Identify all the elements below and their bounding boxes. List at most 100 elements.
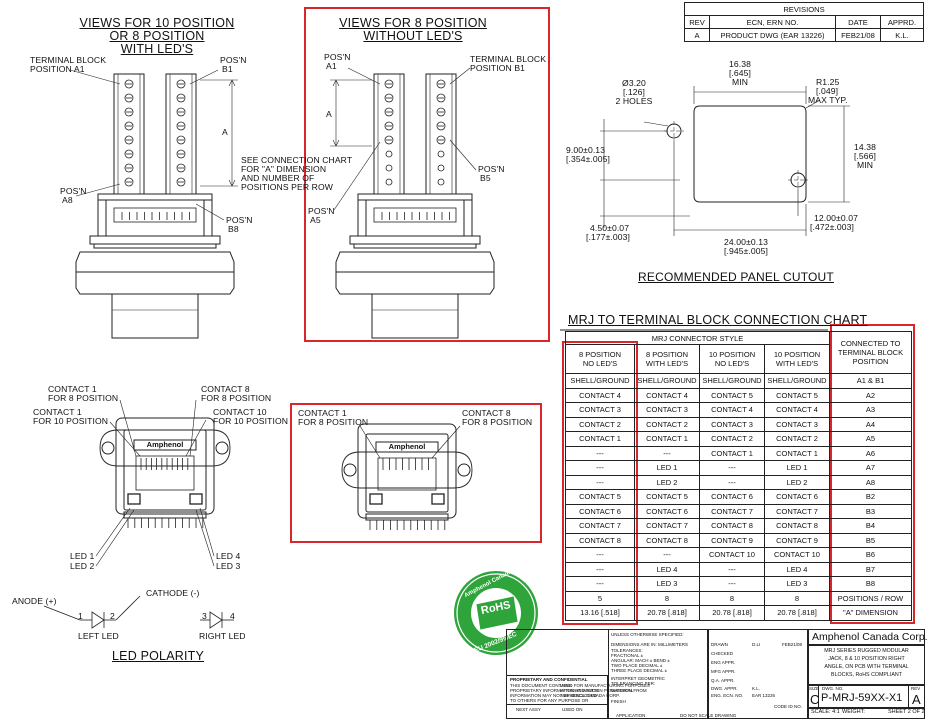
polarity-pin3: 3 [202,611,207,621]
chart-cell: CONTACT 5 [565,489,635,505]
tb-rev: A [912,692,921,707]
chart-cell: CONTACT 4 [764,402,830,418]
tb-interp: INTERPRET GEOMETRIC [611,676,665,681]
view10-terminal-block-a1-sub: POSITION A1 [30,64,85,74]
tb-application: APPLICATION [616,713,646,718]
tb-drawn: DRAWN [711,642,728,647]
front10-contact10-label: CONTACT 10 [213,407,267,417]
chart-title: MRJ TO TERMINAL BLOCK CONNECTION CHART [568,313,868,327]
polarity-left-led: LEFT LED [78,631,119,641]
title-block-desc-cell [808,645,925,685]
chart-cell: --- [699,460,765,476]
chart-cell: CONTACT 3 [634,402,700,418]
tb-company: Amphenol Canada Corp. [812,631,928,643]
chart-cell: CONTACT 8 [565,532,635,548]
view10-dim-a: A [222,127,228,137]
chart-cell: POSITIONS / ROW [829,590,912,606]
chart-cell: CONTACT 6 [634,503,700,519]
highlight-8-position-side-view [304,7,550,342]
chart-style-header: MRJ CONNECTOR STYLE [565,331,830,345]
chart-cell: LED 1 [634,460,700,476]
cutout-title: RECOMMENDED PANEL CUTOUT [638,270,834,284]
view10-terminal-block-a1-label: TERMINAL BLOCK [30,55,107,65]
tb-eng: ENG APPR. [711,660,736,665]
terminal-screw-icon [176,149,186,159]
tb-prop5: TO OTHERS FOR ANY PURPOSE OR [510,698,589,703]
tb-sheet: SHEET 2 OF 2 [888,709,925,715]
tb-kl: K.L. [752,686,761,691]
view10-note-line1: SEE CONNECTION CHART [241,155,353,165]
chart-cell: 20.78 [.818] [634,605,700,621]
chart-cell: CONTACT 1 [699,445,765,461]
tb-tol: TOLERANCING PER: [611,681,656,686]
terminal-screw-icon [124,121,134,131]
chart-cell: 8 [699,590,765,606]
side-view-8-position [330,67,495,339]
tb-drawn-by: D.LI [752,642,761,647]
chart-cell: CONTACT 9 [699,532,765,548]
terminal-screw-icon [124,149,134,159]
chart-cell: CONTACT 6 [764,489,830,505]
revisions-title: REVISIONS [684,2,924,16]
cutout-radius-max: MAX TYP. [808,95,848,105]
terminal-screw-icon [176,107,186,117]
chart-cell: CONTACT 9 [764,532,830,548]
tb-code: CODE ID NO. [774,704,803,709]
highlight-8-position-front-view [290,403,542,543]
tb-dim1: DIMENSIONS ARE IN: MILLIMETERS [611,642,689,647]
rev-row-apprd: K.L. [880,28,924,42]
chart-cell: 8 [764,590,830,606]
front8-brand-logo: Amphenol [388,442,426,451]
terminal-screw-icon [176,121,186,131]
chart-cell: --- [699,576,765,592]
chart-cell: CONTACT 4 [634,387,700,403]
chart-cell: A3 [829,402,912,418]
terminal-screw-icon [437,150,445,158]
polarity-title: LED POLARITY [112,649,205,663]
chart-cell: CONTACT 2 [699,431,765,447]
view10-note-line3: AND NUMBER OF [241,173,315,183]
chart-cell: CONTACT 3 [699,416,765,432]
chart-cell: CONTACT 3 [565,402,635,418]
tb-prop6: USED FOR MANUFACTURING PURPOSES [560,683,651,688]
tb-scale: SCALE: 4:1 [811,709,840,715]
cutout-hole-count: 2 HOLES [615,96,653,106]
chart-cell: "A" DIMENSION [829,605,912,621]
tb-date: FEB21/08 [782,642,803,647]
chart-cell: --- [634,547,700,563]
cutout-hole-offset-h: 12.00±0.07 [814,213,858,223]
tb-prop4: INFORMATION MAY NOT BE DISCLOSED [510,693,597,698]
terminal-screw-icon [124,79,134,89]
tb-prop3: PROPRIETARY INFORMATION AND SUCH [510,688,599,693]
chart-cell: CONTACT 1 [634,431,700,447]
tb-desc-1: MRJ SERIES RUGGED MODULAR [824,648,909,654]
rev-row-date: FEB21/08 [835,28,881,42]
front-view-8-position [341,423,473,530]
rev-header-date: DATE [835,15,881,29]
terminal-screw-icon [176,93,186,103]
terminal-screw-icon [436,79,446,89]
rev-header-apprd: APPRD. [880,15,924,29]
title-block-tolerances [608,629,708,719]
terminal-screw-icon [384,121,394,131]
revisions-table: REVISIONS REV ECN, ERN NO. DATE APPRD. A… [684,2,924,42]
view10-posb8-sub: B8 [228,224,239,234]
side-view-10-position [69,69,238,339]
chart-cell: CONTACT 5 [699,387,765,403]
tb-dwg-appr: DWG. APPR. [711,686,738,691]
view10-posa8-sub: A8 [62,195,73,205]
terminal-screw-icon [436,93,446,103]
view8-posb5-sub: B5 [480,173,491,183]
chart-cell: --- [699,561,765,577]
chart-cell: CONTACT 8 [634,532,700,548]
chart-cell: SHELL/GROUND [565,373,635,389]
front10-led4-label: LED 4 [216,551,241,561]
